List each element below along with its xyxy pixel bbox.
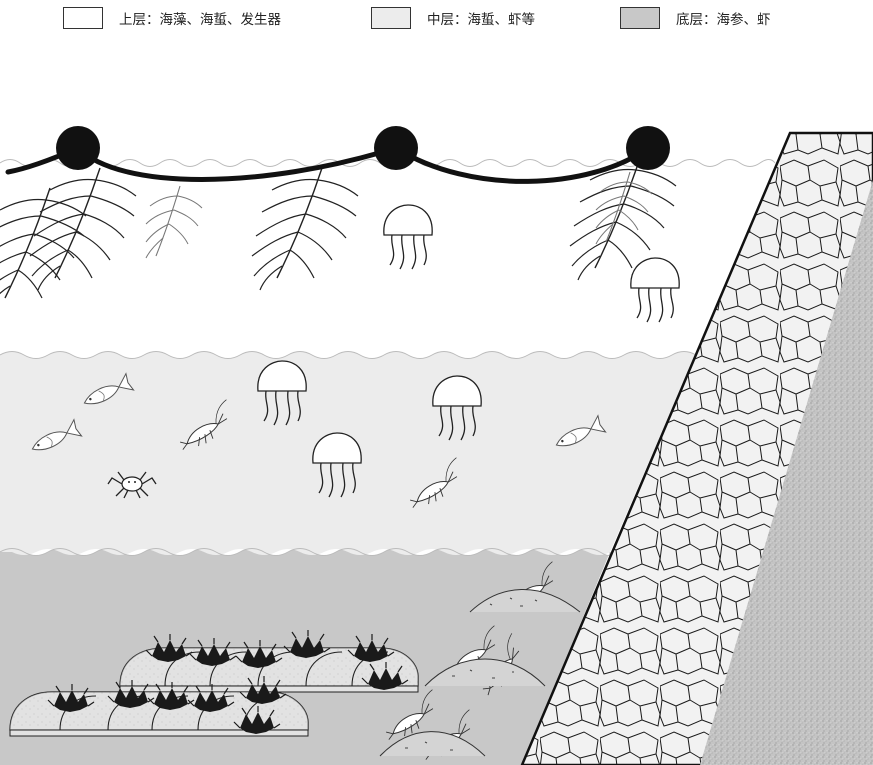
buoy-icon bbox=[56, 126, 670, 170]
culture-rope bbox=[8, 148, 648, 181]
seaweed-icon bbox=[0, 158, 676, 310]
